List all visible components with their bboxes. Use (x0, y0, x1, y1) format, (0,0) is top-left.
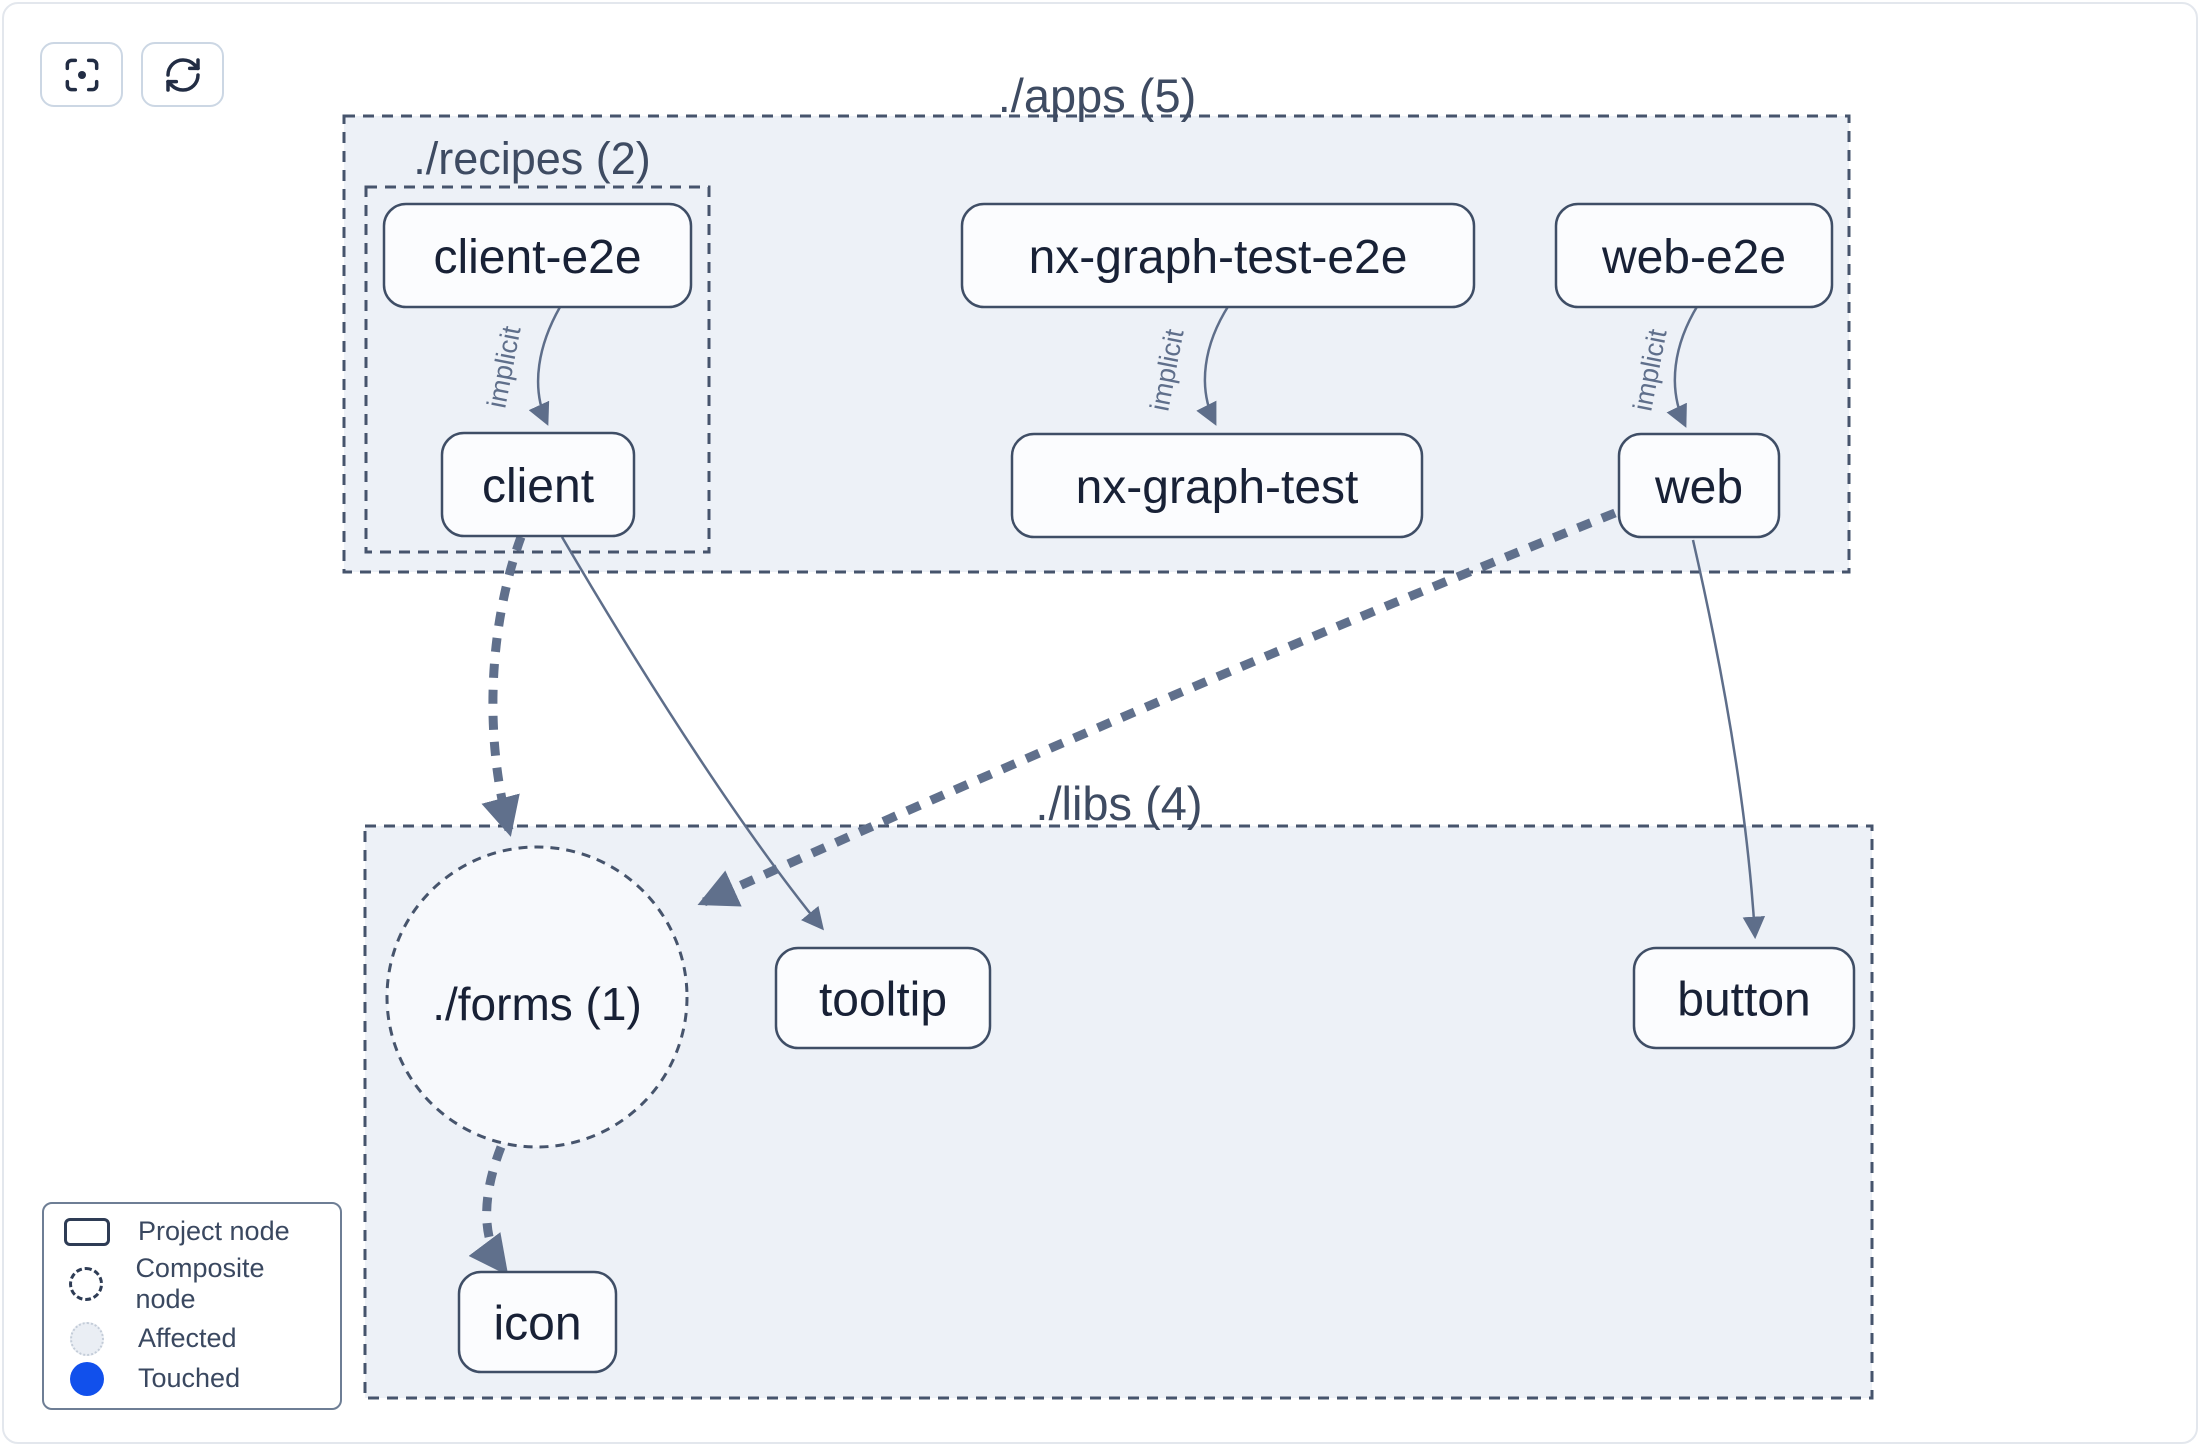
node-nx-graph-test-e2e[interactable]: nx-graph-test-e2e (960, 202, 1476, 309)
legend-label: Affected (138, 1323, 237, 1354)
node-label: icon (493, 1298, 581, 1351)
node-button[interactable]: button (1632, 946, 1856, 1050)
node-client-e2e[interactable]: client-e2e (382, 202, 693, 309)
node-label: button (1677, 974, 1810, 1027)
node-client[interactable]: client (440, 431, 636, 538)
node-label: tooltip (819, 974, 947, 1027)
project-node-swatch (64, 1217, 110, 1246)
edge-web-e2e-web (1666, 304, 1700, 428)
edge-nx-graph-test-e2e-nx-graph-test (1196, 304, 1231, 426)
edge-client-tooltip (560, 536, 824, 931)
container-label-recipes: ./recipes (2) (413, 133, 651, 184)
legend-label: Composite node (135, 1253, 265, 1315)
legend-item-project-node: Project node (62, 1216, 322, 1247)
node-nx-graph-test[interactable]: nx-graph-test (1010, 432, 1424, 539)
composite-node-forms-label: ./forms (1) (432, 978, 642, 1030)
legend-item-affected: Affected (62, 1321, 322, 1356)
edge-client-e2e-client (528, 306, 562, 426)
node-label: web-e2e (1601, 231, 1786, 284)
dependency-graph: implicit implicit implicit ./apps (5) ./… (342, 69, 1874, 1400)
node-label: client (482, 460, 594, 513)
affected-swatch (70, 1321, 104, 1356)
toolbar (40, 42, 224, 107)
legend-item-composite-node: Composite node (62, 1253, 322, 1315)
container-recipes (364, 185, 711, 554)
edge-web-forms (697, 508, 1617, 907)
edge-forms-icon (468, 1145, 509, 1276)
edge-client-forms (481, 535, 526, 837)
container-label-apps: ./apps (5) (998, 69, 1197, 122)
node-tooltip[interactable]: tooltip (774, 946, 992, 1050)
focus-icon (65, 58, 98, 91)
refresh-icon (165, 57, 200, 92)
node-label: client-e2e (433, 231, 641, 284)
legend-label: Touched (138, 1363, 241, 1394)
refresh-button[interactable] (141, 42, 224, 107)
node-web-e2e[interactable]: web-e2e (1554, 202, 1834, 309)
legend-item-touched: Touched (62, 1361, 322, 1396)
focus-button[interactable] (40, 42, 123, 107)
legend-label: Project node (138, 1216, 290, 1247)
touched-swatch (70, 1361, 104, 1396)
node-web[interactable]: web (1617, 432, 1781, 539)
node-label: nx-graph-test (1076, 461, 1359, 514)
edge-web-button (1691, 539, 1766, 940)
composite-node-forms[interactable] (385, 845, 689, 1149)
node-label: nx-graph-test-e2e (1029, 231, 1408, 284)
legend: Project node Composite node Affected Tou… (42, 1202, 342, 1410)
node-icon[interactable]: icon (457, 1270, 618, 1374)
container-label-libs: ./libs (4) (1035, 777, 1202, 830)
node-label: web (1654, 461, 1743, 514)
composite-node-swatch (68, 1267, 103, 1302)
